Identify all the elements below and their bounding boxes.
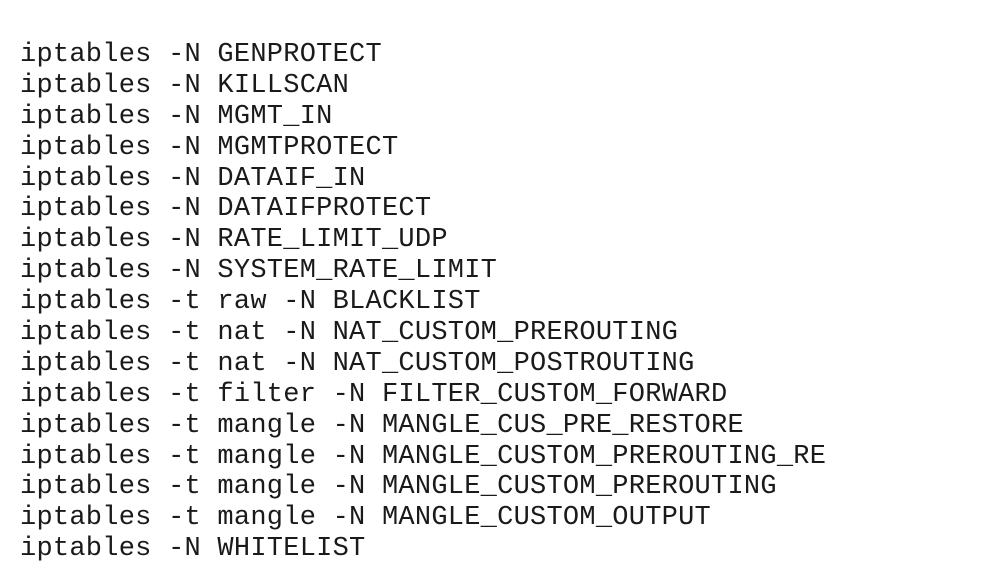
command-line: iptables -t nat -N NAT_CUSTOM_POSTROUTIN…	[20, 348, 695, 379]
command-line: iptables -N DATAIFPROTECT	[20, 194, 432, 225]
command-line: iptables -N KILLSCAN	[20, 70, 350, 101]
command-line: iptables -t filter -N FILTER_CUSTOM_FORW…	[20, 379, 728, 410]
command-line: iptables -N RATE_LIMIT_UDP	[20, 225, 448, 256]
command-line: iptables -t mangle -N MANGLE_CUSTOM_PRER…	[20, 472, 777, 503]
command-line: iptables -t mangle -N MANGLE_CUSTOM_OUTP…	[20, 503, 712, 534]
command-line: iptables -N MGMTPROTECT	[20, 132, 399, 163]
command-line: iptables -N GENPROTECT	[20, 40, 382, 70]
command-line: iptables -N MGMT_IN	[20, 101, 333, 132]
command-line: iptables -N SYSTEM_RATE_LIMIT	[20, 256, 498, 287]
command-line: iptables -t raw -N BLACKLIST	[20, 287, 481, 318]
command-line: iptables -N DATAIF_IN	[20, 163, 366, 194]
command-line: iptables -t mangle -N MANGLE_CUSTOM_PRER…	[20, 441, 827, 472]
command-line: iptables -t nat -N NAT_CUSTOM_PREROUTING	[20, 318, 679, 349]
command-line: iptables -t mangle -N MANGLE_CUS_PRE_RES…	[20, 410, 744, 441]
